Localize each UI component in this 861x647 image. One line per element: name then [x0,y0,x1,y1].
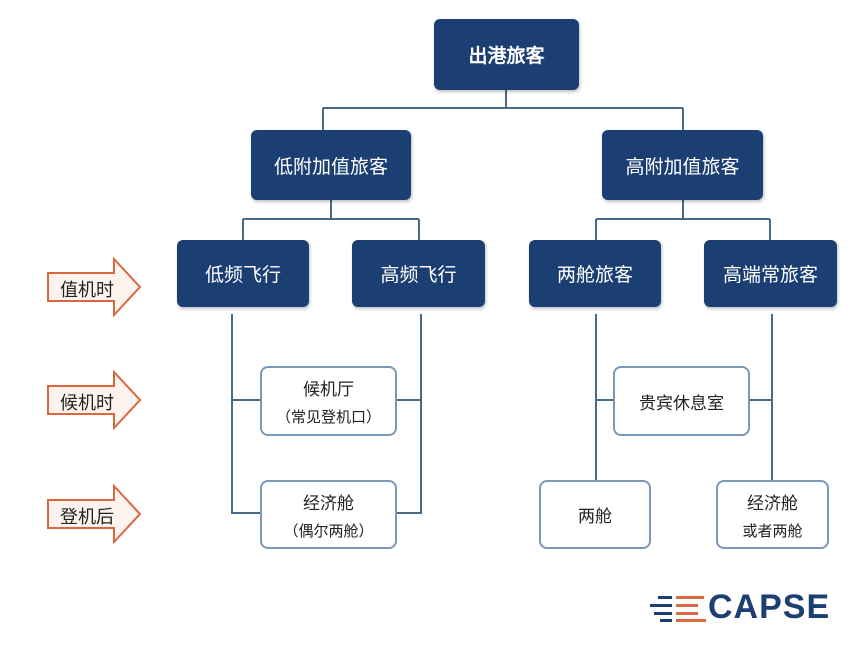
leaf-first-class: 两舱 [539,480,651,549]
node-low-value: 低附加值旅客 [251,130,411,200]
logo-stripes-icon [650,595,706,622]
capse-logo: CAPSE [650,588,830,627]
leaf-terminal-hall: 候机厅 （常见登机口） [260,366,397,436]
stage-label-checkin: 值机时 [60,280,114,301]
leaf-label: 经济舱 [303,493,354,514]
arrow-checkin [47,256,142,318]
node-label: 高频飞行 [380,264,457,286]
node-label: 低频飞行 [204,264,281,286]
node-label: 高附加值旅客 [625,155,740,178]
leaf-sublabel: 或者两舱 [742,521,803,540]
node-label: 两舱旅客 [556,264,633,286]
stage-label-boarding: 登机后 [60,507,114,528]
arrow-waiting [47,369,142,431]
node-label: 高端常旅客 [722,264,818,286]
leaf-label: 贵宾休息室 [639,393,724,414]
leaf-economy-right: 经济舱 或者两舱 [716,480,829,549]
node-label: 出港旅客 [468,45,545,67]
arrow-boarding [47,483,142,545]
leaf-label: 经济舱 [747,493,798,514]
node-low-frequency: 低频飞行 [177,240,309,307]
node-high-end-frequent: 高端常旅客 [704,240,837,307]
node-high-value: 高附加值旅客 [602,130,763,200]
leaf-vip-lounge: 贵宾休息室 [613,366,750,436]
node-premium-cabin: 两舱旅客 [529,240,661,307]
leaf-sublabel: （偶尔两舱） [283,521,374,540]
stage-label-waiting: 候机时 [60,393,114,414]
leaf-sublabel: （常见登机口） [275,408,381,426]
node-high-frequency: 高频飞行 [352,240,485,307]
leaf-label: 候机厅 [303,380,354,400]
stage-arrows [47,256,142,545]
leaf-label: 两舱 [578,507,612,527]
logo-text: CAPSE [708,588,831,626]
node-outbound-passengers: 出港旅客 [434,19,579,90]
node-label: 低附加值旅客 [273,155,388,178]
leaf-economy-left: 经济舱 （偶尔两舱） [260,480,397,549]
